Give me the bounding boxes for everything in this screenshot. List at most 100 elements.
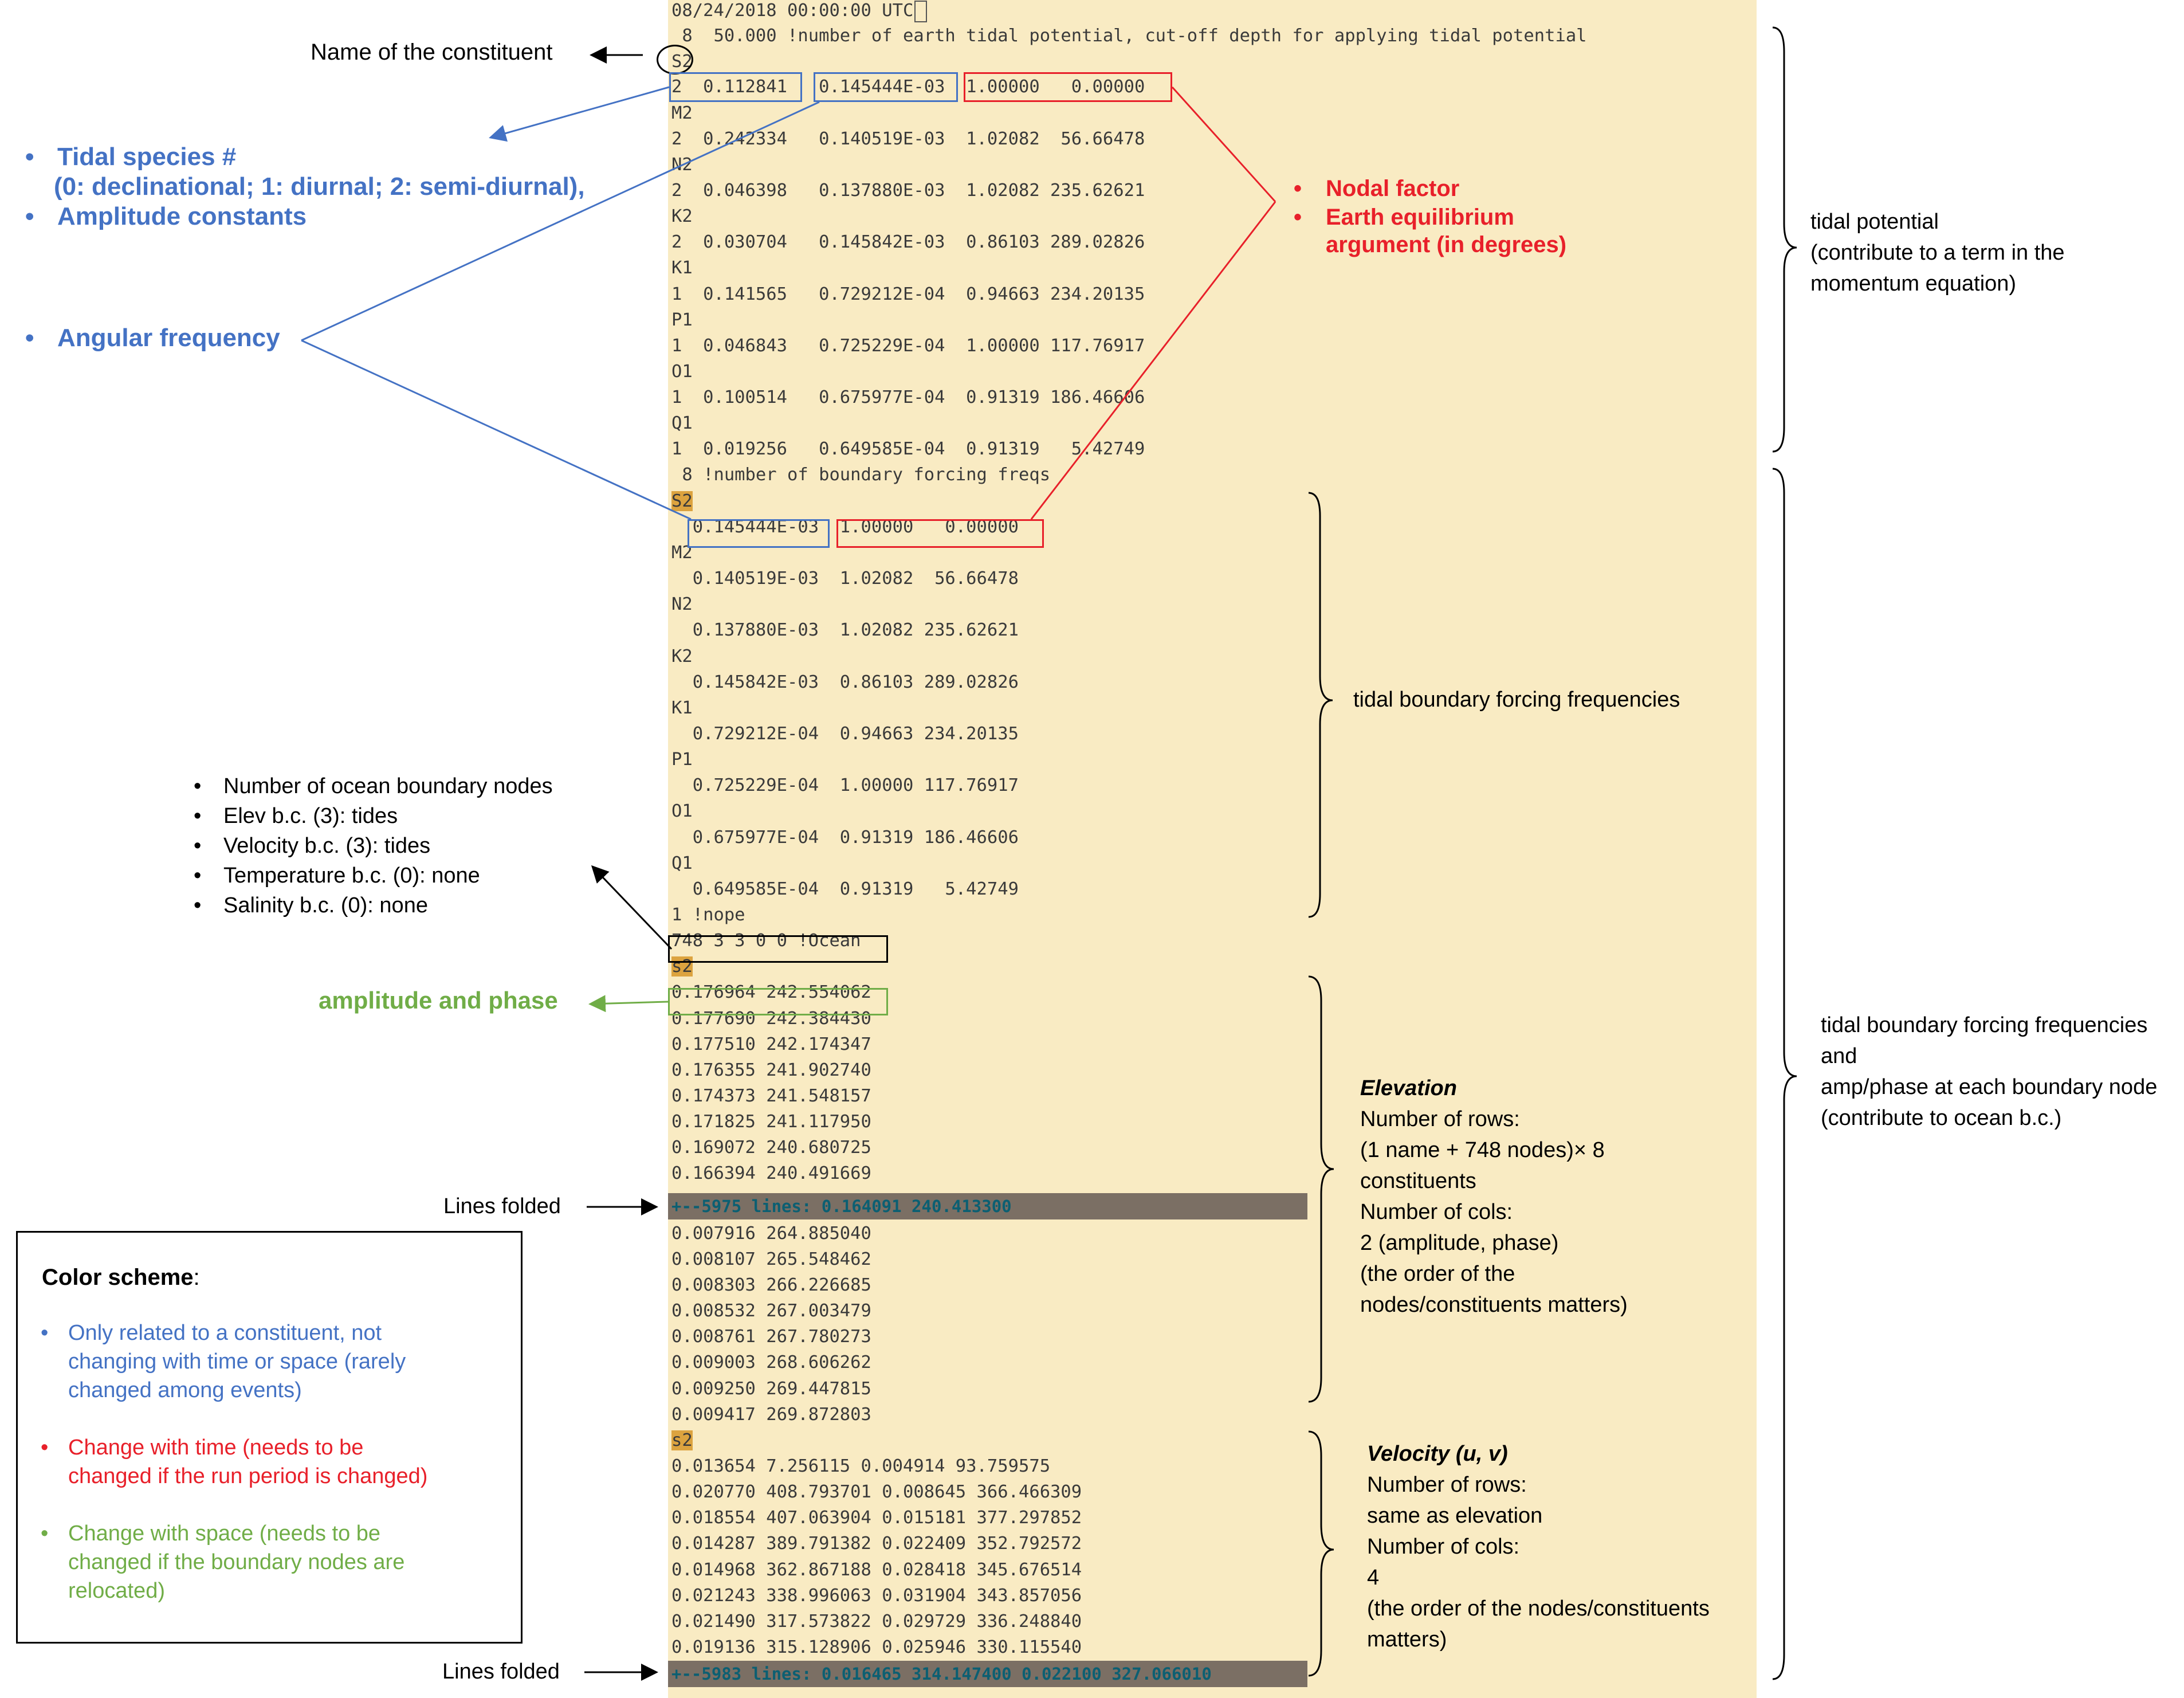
lower-right-desc: tidal boundary forcing frequencies and a…	[1821, 1010, 2157, 1134]
tidal-potential-desc: tidal potential (contribute to a term in…	[1810, 206, 2065, 299]
vel-name-highlight: s2	[671, 1430, 693, 1450]
elev-row: 0.176355 241.902740	[671, 1060, 871, 1080]
lines-folded-label-2: Lines folded	[442, 1660, 560, 1684]
ocean-items-list: Number of ocean boundary nodes Elev b.c.…	[188, 771, 553, 920]
tp-name-k2: K2	[671, 206, 693, 226]
angfreq-line-bottom	[301, 339, 692, 520]
elev-row: 0.008761 267.780273	[671, 1327, 871, 1347]
vel-row: 0.019136 315.128906 0.025946 330.115540	[671, 1637, 1082, 1657]
elev-row: 0.008107 265.548462	[671, 1249, 871, 1269]
elev-folded-lines[interactable]: +--5975 lines: 0.164091 240.413300	[668, 1193, 1307, 1219]
vel-row: 0.014968 362.867188 0.028418 345.676514	[671, 1560, 1082, 1580]
vel-desc-line: same as elevation	[1367, 1504, 1543, 1528]
nodal-factor-box	[964, 72, 1172, 102]
ocean-item: Elev b.c. (3): tides	[188, 801, 553, 831]
lr-desc-line: (contribute to ocean b.c.)	[1821, 1106, 2062, 1130]
bf-line-m2: 0.140519E-03 1.02082 56.66478	[671, 568, 1019, 589]
tp-line-k1: 1 0.141565 0.729212E-04 0.94663 234.2013…	[671, 284, 1145, 304]
ocean-item: Salinity b.c. (0): none	[188, 891, 553, 920]
tp-line-s2: 2 0.112841 0.145444E-03 1.00000 0.00000	[671, 77, 1145, 97]
tp-name-p1: P1	[671, 310, 693, 330]
angfreq-line-top	[301, 101, 820, 342]
elev-row: 0.008303 266.226685	[671, 1275, 871, 1295]
vel-row: 0.014287 389.791382 0.022409 352.792572	[671, 1534, 1082, 1554]
tp-name-o1: O1	[671, 362, 693, 382]
amplitude-and-phase-label: amplitude and phase	[319, 987, 558, 1014]
elev-row: 0.174373 241.548157	[671, 1086, 871, 1106]
brace-velocity	[1308, 1430, 1334, 1677]
legend-item-red: • Change with time (needs to be changed …	[41, 1433, 427, 1491]
brace-boundary-all	[1772, 468, 1797, 1680]
elev-row: 0.008532 267.003479	[671, 1301, 871, 1321]
legend-title-text: Color scheme	[42, 1265, 194, 1290]
legend-line: changing with time or space (rarely	[68, 1350, 406, 1374]
bf-name-s2: S2	[671, 489, 693, 514]
legend-line: Change with time (needs to be	[68, 1436, 364, 1460]
bf-line-p1: 0.725229E-04 1.00000 117.76917	[671, 775, 1019, 795]
lr-desc-line: and	[1821, 1044, 1857, 1068]
ocean-item: Temperature b.c. (0): none	[188, 861, 553, 891]
elev-desc-line: Number of rows:	[1360, 1107, 1520, 1131]
legend-line: Change with space (needs to be	[68, 1521, 381, 1546]
bf-line-k2: 0.145842E-03 0.86103 289.02826	[671, 672, 1019, 692]
legend-item-blue: • Only related to a constituent, not cha…	[41, 1319, 406, 1405]
legend-line: changed if the run period is changed)	[68, 1464, 428, 1488]
elev-row: 0.009250 269.447815	[671, 1379, 871, 1399]
elev-row: 0.177690 242.384430	[671, 1009, 871, 1029]
legend-title: Color scheme:	[42, 1265, 200, 1291]
lines-folded-label-1: Lines folded	[443, 1194, 561, 1218]
elev-row: 0.171825 241.117950	[671, 1112, 871, 1132]
elev-desc-line: Number of cols:	[1360, 1200, 1513, 1224]
elev-name-highlight: s2	[671, 956, 693, 977]
elev-row: 0.176964 242.554062	[671, 982, 871, 1002]
lr-desc-line: tidal boundary forcing frequencies	[1821, 1013, 2148, 1037]
vel-desc-line: matters)	[1367, 1628, 1447, 1652]
velocity-title: Velocity (u, v)	[1367, 1442, 1508, 1466]
ocean-item: Number of ocean boundary nodes	[188, 771, 553, 801]
elev-row: 0.177510 242.174347	[671, 1034, 871, 1054]
tp-line-k2: 2 0.030704 0.145842E-03 0.86103 289.0282…	[671, 232, 1145, 252]
tp-desc-line: momentum equation)	[1810, 272, 2017, 296]
tidal-boundary-forcing-label: tidal boundary forcing frequencies	[1353, 688, 1680, 712]
lr-desc-line: amp/phase at each boundary node	[1821, 1075, 2158, 1099]
ocean-item: Velocity b.c. (3): tides	[188, 831, 553, 861]
bf-line-q1: 0.649585E-04 0.91319 5.42749	[671, 879, 1019, 899]
nope-line: 1 !nope	[671, 905, 745, 925]
elev-row: 0.009003 268.606262	[671, 1352, 871, 1372]
vel-row: 0.021490 317.573822 0.029729 336.248840	[671, 1611, 1082, 1632]
bf-name-k1: K1	[671, 698, 693, 718]
legend-title-colon: :	[193, 1265, 200, 1290]
brace-tidal-potential	[1772, 26, 1797, 453]
elevation-desc: Elevation Number of rows: (1 name + 748 …	[1360, 1073, 1628, 1320]
elev-desc-line: (the order of the	[1360, 1262, 1515, 1286]
header-line: 08/24/2018 00:00:00 UTC	[671, 0, 928, 23]
tidal-potential-count-line: 8 50.000 !number of earth tidal potentia…	[671, 26, 1587, 46]
amp-phase-arrow	[588, 995, 669, 1013]
nodal-line-top	[1171, 86, 1276, 203]
tp-desc-line: tidal potential	[1810, 210, 1939, 234]
tp-line-p1: 1 0.046843 0.725229E-04 1.00000 117.7691…	[671, 336, 1145, 356]
bf-nodal-factor-box	[836, 519, 1044, 548]
tidal-species-detail: (0: declinational; 1: diurnal; 2: semi-d…	[54, 172, 585, 201]
elev-row: 0.009417 269.872803	[671, 1405, 871, 1425]
bf-name-o1: O1	[671, 801, 693, 821]
ocean-line-box	[668, 935, 888, 963]
bf-name-p1: P1	[671, 750, 693, 770]
legend-item-green: • Change with space (needs to be changed…	[41, 1519, 404, 1605]
elev-desc-line: (1 name + 748 nodes)× 8	[1360, 1138, 1605, 1162]
brace-elevation	[1308, 975, 1334, 1403]
vel-desc-line: (the order of the nodes/constituents	[1367, 1597, 1710, 1621]
tp-name-q1: Q1	[671, 413, 693, 433]
bf-name-s2-highlight: S2	[671, 491, 693, 511]
bf-name-k2: K2	[671, 646, 693, 666]
ocean-arrow	[591, 865, 673, 950]
boundary-freq-count-line: 8 !number of boundary forcing freqs	[671, 465, 1051, 485]
legend-line: Only related to a constituent, not	[68, 1321, 382, 1345]
elev-desc-line: 2 (amplitude, phase)	[1360, 1231, 1559, 1255]
elev-row: 0.007916 264.885040	[671, 1223, 871, 1244]
elev-desc-line: nodes/constituents matters)	[1360, 1293, 1628, 1317]
vel-folded-lines[interactable]: +--5983 lines: 0.016465 314.147400 0.022…	[668, 1661, 1307, 1687]
legend-line: relocated)	[68, 1579, 165, 1603]
